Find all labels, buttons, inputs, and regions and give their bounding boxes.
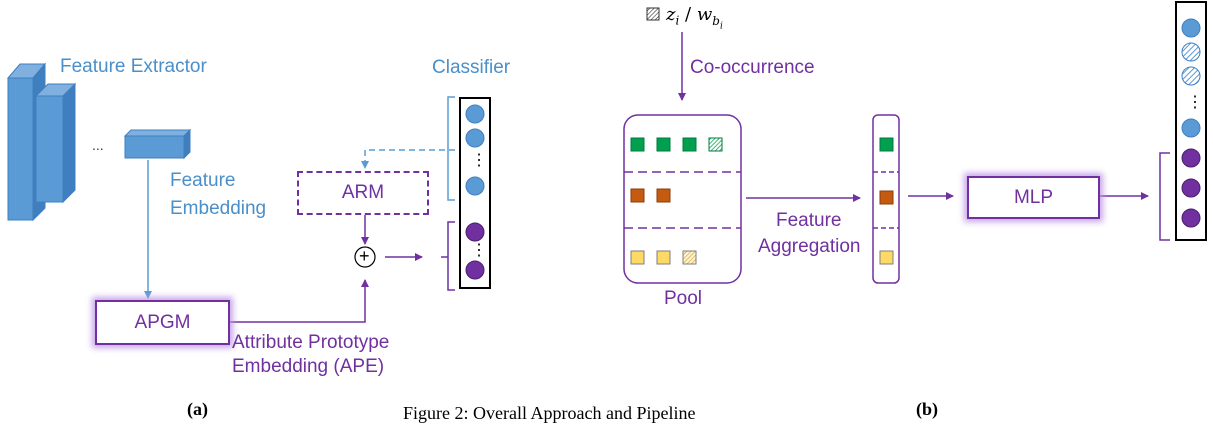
class-node-purple: [465, 222, 485, 242]
arm-box: ARM: [297, 171, 429, 215]
ape-label-line1: Attribute Prototype: [232, 332, 390, 353]
apgm-to-plus-arrow: [230, 279, 369, 323]
class-node-purple: [1181, 208, 1201, 228]
arm-label: ARM: [341, 182, 385, 203]
legend-z-subscript: i: [675, 13, 680, 28]
feature-aggregation-label-line1: Feature: [776, 210, 842, 231]
feature-embedding-label-line1: Feature: [170, 170, 236, 191]
legend-separator: /: [679, 4, 697, 25]
class-node-blue: [1181, 118, 1201, 138]
classifier-b-vdots: ⋮: [1187, 94, 1203, 111]
apgm-box: APGM: [95, 300, 230, 345]
plus-sign: +: [359, 246, 370, 266]
class-node-blue: [465, 104, 485, 124]
feature-extractor-block-2: [34, 82, 77, 204]
agg-yellow-square: [879, 250, 894, 265]
mlp-box: MLP: [967, 176, 1100, 219]
classifier-label: Classifier: [432, 57, 511, 78]
agg-orange-square: [879, 190, 894, 205]
pool-green-square: [656, 137, 671, 152]
class-node-blue: [465, 128, 485, 148]
classifier-a-vdots-blue: ⋮: [471, 152, 487, 169]
class-node-blue-hatched: [1181, 42, 1201, 62]
pool-box: [623, 114, 742, 284]
class-node-purple: [465, 260, 485, 280]
caption-a: (a): [187, 399, 208, 419]
classifier-blue-bracket: [447, 96, 455, 201]
legend-w-subscript: b: [712, 13, 720, 28]
mlp-label: MLP: [1013, 186, 1054, 208]
class-node-blue: [465, 176, 485, 196]
pool-green-hatched-square: [708, 137, 723, 152]
legend-w-subsubscript: i: [719, 20, 723, 31]
pool-orange-square: [630, 188, 645, 203]
feature-aggregation-label-line2: Aggregation: [758, 236, 861, 257]
feature-embedding-block: [123, 128, 192, 160]
classifier-purple-bracket: [447, 221, 455, 291]
feature-extractor-label: Feature Extractor: [60, 56, 207, 77]
ape-label-line2: Embedding (APE): [232, 356, 385, 377]
co-occurrence-label: Co-occurrence: [690, 57, 815, 78]
extractor-ellipsis: ...: [92, 137, 104, 153]
feature-embedding-label-line2: Embedding: [170, 198, 267, 219]
caption-b: (b): [916, 399, 938, 419]
pool-label: Pool: [664, 288, 703, 309]
figure-caption: Figure 2: Overall Approach and Pipeline: [403, 403, 696, 423]
classifier-to-arm-dashed-arrow: [361, 149, 455, 169]
pool-yellow-square: [630, 250, 645, 265]
legend-formula: zi / wbi: [666, 4, 723, 37]
classifier-b-bracket: [1159, 152, 1170, 241]
class-node-blue-hatched: [1181, 66, 1201, 86]
legend-w: w: [696, 4, 713, 25]
pool-yellow-square: [656, 250, 671, 265]
pool-green-square: [682, 137, 697, 152]
legend-z: z: [666, 4, 676, 25]
pool-yellow-hatched-square: [682, 250, 697, 265]
plus-circle: [354, 246, 376, 268]
class-node-blue: [1181, 18, 1201, 38]
legend-hatched-square: [646, 7, 660, 21]
apgm-label: APGM: [134, 311, 191, 333]
class-node-purple: [1181, 178, 1201, 198]
class-node-purple: [1181, 148, 1201, 168]
agg-green-square: [879, 137, 894, 152]
pool-orange-square: [656, 188, 671, 203]
classifier-a-vdots-purple: ⋮: [471, 242, 487, 259]
pool-green-square: [630, 137, 645, 152]
